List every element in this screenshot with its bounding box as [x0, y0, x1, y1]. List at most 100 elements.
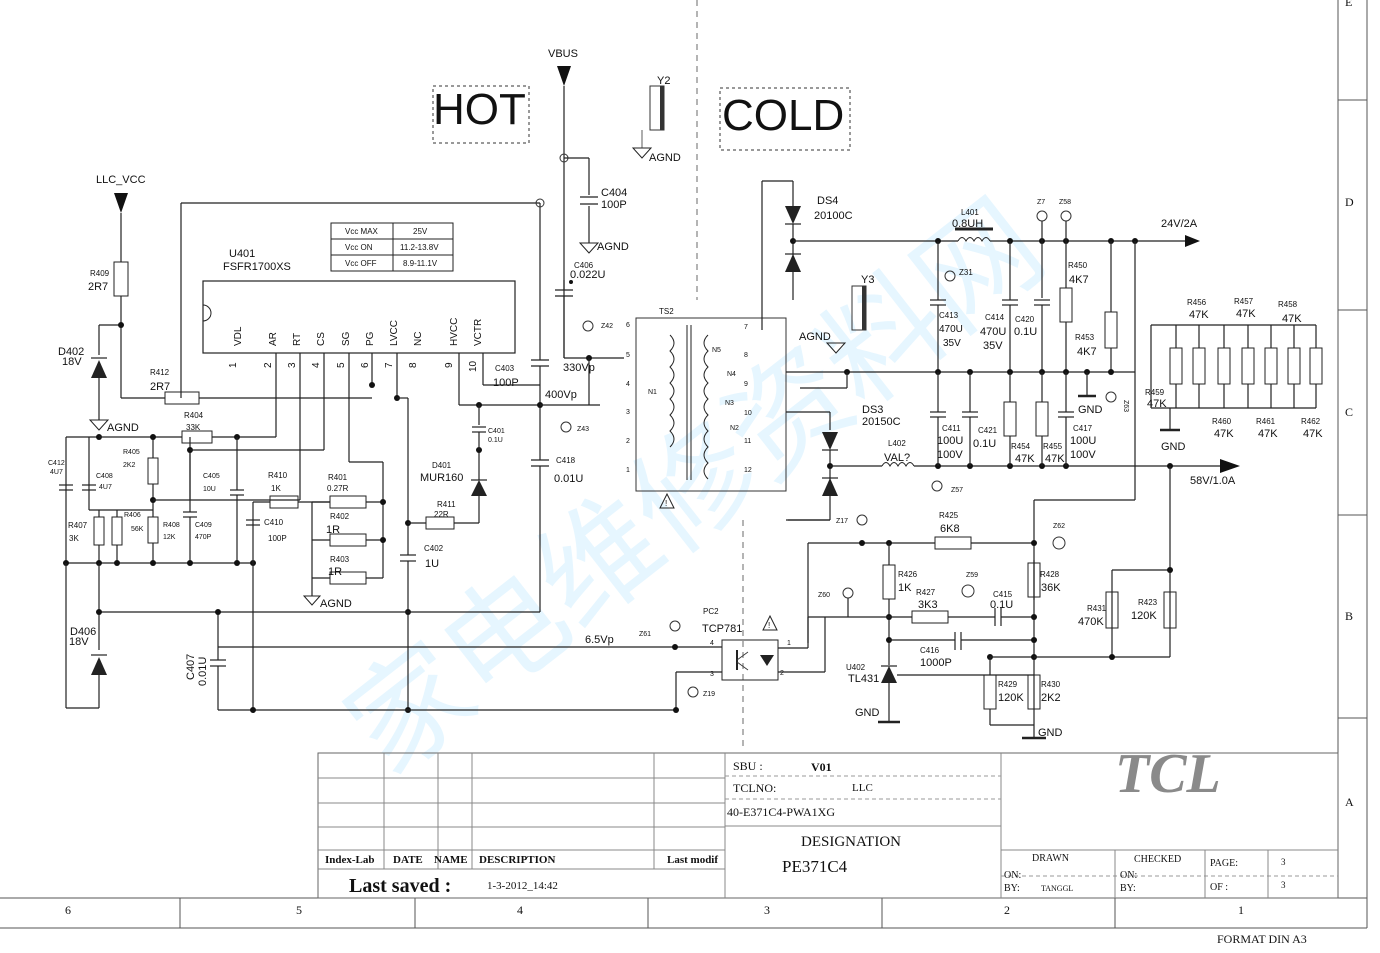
d401-ref: D401 — [432, 461, 452, 470]
u401-pin-number: 4 — [311, 362, 322, 368]
r450-ref: R450 — [1068, 261, 1088, 270]
r459-value: 47K — [1147, 398, 1167, 410]
pc2-ref: PC2 — [703, 607, 719, 616]
r408-value: 12K — [163, 534, 176, 541]
r401-ref: R401 — [328, 473, 348, 482]
v330-label: 330Vp — [563, 362, 595, 374]
name-header: NAME — [434, 854, 468, 866]
r426-ref: R426 — [898, 570, 918, 579]
r412-ref: R412 — [150, 368, 170, 377]
c409-ref: C409 — [195, 522, 212, 529]
grid-row-label: C — [1345, 405, 1353, 419]
svg-text:1: 1 — [787, 640, 791, 647]
svg-text:7: 7 — [744, 324, 748, 331]
c410-ref: C410 — [264, 518, 284, 527]
svg-text:Z17: Z17 — [836, 518, 848, 525]
u401-pin-name: HVCC — [449, 318, 460, 346]
of-value: 3 — [1281, 880, 1286, 890]
index-lab-header: Index-Lab — [325, 854, 375, 866]
u401-pin-number: 6 — [360, 362, 371, 368]
r426-value: 1K — [898, 582, 912, 594]
r410-value: 1K — [271, 484, 281, 493]
c403-value: 100P — [493, 377, 519, 389]
u401-pin-number: 2 — [263, 362, 274, 368]
part-number: 40-E371C4-PWA1XG — [727, 805, 835, 819]
ladder-resistor — [1264, 347, 1278, 385]
r406-ref: R406 — [124, 512, 141, 519]
svg-text:!: ! — [768, 621, 770, 630]
c420-ref: C420 — [1015, 315, 1035, 324]
r403-ref: R403 — [330, 555, 350, 564]
r430-value: 2K2 — [1041, 692, 1061, 704]
c407-ref: C407 — [185, 654, 197, 680]
u401-pin-number: 1 — [228, 362, 239, 368]
svg-text:8: 8 — [744, 352, 748, 359]
l401-value: 0.8UH — [952, 218, 983, 230]
grid-col-label: 4 — [517, 903, 523, 917]
r456-value: 47K — [1189, 309, 1209, 321]
c413-ref: C413 — [939, 311, 959, 320]
r411-value: 22R — [434, 510, 449, 519]
agnd-label: AGND — [597, 241, 629, 253]
c406-value: 0.022U — [570, 269, 606, 281]
u401-pin-number: 10 — [468, 360, 479, 372]
c408-ref: C408 — [96, 473, 113, 480]
r460-ref: R460 — [1212, 417, 1232, 426]
r409-value: 2R7 — [88, 281, 108, 293]
sbu-value: V01 — [811, 760, 832, 774]
of-label: OF : — [1210, 882, 1228, 893]
r425-value: 6K8 — [940, 523, 960, 535]
r458-ref: R458 — [1278, 300, 1298, 309]
r411-ref: R411 — [437, 500, 456, 509]
c417-value: 100U — [1070, 435, 1096, 447]
r406-value: 56K — [131, 526, 144, 533]
c403-ref: C403 — [495, 364, 515, 373]
vcc-table-label: Vcc OFF — [345, 259, 377, 268]
agnd-label: AGND — [107, 422, 139, 434]
svg-text:Z7: Z7 — [1037, 199, 1045, 206]
u401-pin-name: CS — [316, 332, 327, 346]
designation-label: DESIGNATION — [801, 834, 901, 850]
c409-value: 470P — [195, 534, 212, 541]
svg-text:2: 2 — [780, 670, 784, 677]
out-58v-label: 58V/1.0A — [1190, 475, 1236, 487]
r423-ref: R423 — [1138, 598, 1158, 607]
z43-label: Z43 — [577, 426, 589, 433]
ts2-n5: N5 — [712, 347, 721, 354]
drawn-label: DRAWN — [1032, 853, 1069, 864]
vcc-table-value: 11.2-13.8V — [400, 243, 439, 252]
pc2-value: TCP781 — [702, 623, 742, 635]
r403-value: 1R — [328, 566, 342, 578]
c411-ref: C411 — [942, 424, 961, 433]
c415-value: 0.1U — [990, 599, 1013, 611]
title-block: SBU : V01 TCLNO: LLC 40-E371C4-PWA1XG DE… — [317, 743, 1339, 899]
ts2-n1: N1 — [648, 389, 657, 396]
svg-text:Z60: Z60 — [818, 592, 830, 599]
ladder-resistor — [1192, 347, 1206, 385]
d406-value: 18V — [69, 636, 89, 648]
r462-ref: R462 — [1301, 417, 1321, 426]
r453-ref: R453 — [1075, 333, 1095, 342]
drawn-by-label: BY: — [1004, 883, 1020, 894]
c410-value: 100P — [268, 534, 287, 543]
u402-value: TL431 — [848, 673, 879, 685]
u401-pin-name: RT — [292, 333, 303, 346]
d401-value: MUR160 — [420, 472, 463, 484]
c417-ref: C417 — [1073, 424, 1093, 433]
hot-zone-label: HOT — [433, 85, 526, 134]
r405-ref: R405 — [123, 449, 140, 456]
l402-ref: L402 — [888, 439, 906, 448]
r430-ref: R430 — [1041, 680, 1061, 689]
u401-pin-number: 7 — [384, 362, 395, 368]
svg-text:5: 5 — [626, 352, 630, 359]
r454-ref: R454 — [1011, 442, 1031, 451]
description-header: DESCRIPTION — [479, 854, 555, 866]
checked-by-label: BY: — [1120, 883, 1136, 894]
c417-voltage: 100V — [1070, 449, 1096, 461]
r450-value: 4K7 — [1069, 274, 1089, 286]
grid-col-label: 1 — [1238, 903, 1244, 917]
sbu-label: SBU : — [733, 759, 763, 773]
v65-label: 6.5Vp — [585, 634, 614, 646]
grid-col-label: 5 — [296, 903, 302, 917]
drawn-by-value: TANGGL — [1041, 884, 1073, 893]
